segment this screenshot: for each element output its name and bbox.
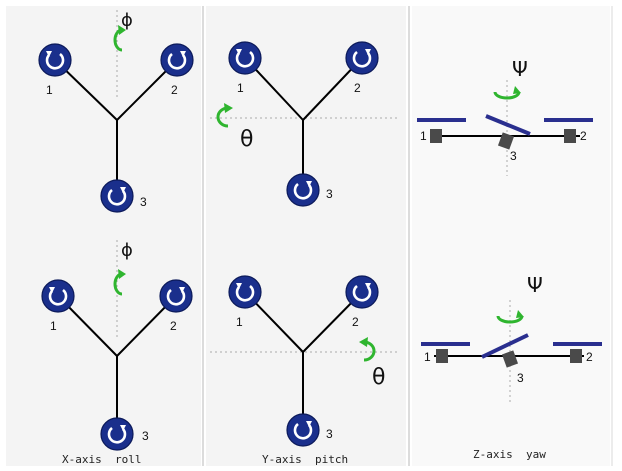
motor-2: [344, 274, 380, 310]
caption-y-axis-pitch: Y-axis pitch: [262, 453, 348, 466]
motor-label-1: 1: [50, 319, 57, 333]
psi-symbol: Ψ: [527, 273, 543, 297]
roll-diagram-top: ϕ 1 2 3: [37, 10, 195, 214]
motor-label-1: 1: [420, 129, 427, 143]
psi-symbol: Ψ: [512, 57, 528, 81]
panel-z-axis: [412, 6, 610, 466]
phi-symbol: ϕ: [121, 240, 133, 261]
motor-3: [285, 172, 321, 208]
panel-y-axis: [206, 6, 406, 466]
pitch-rotation-icon: [359, 337, 376, 362]
motor-label-3: 3: [326, 187, 333, 201]
pitch-rotation-icon: [216, 103, 233, 128]
motor-label-1: 1: [236, 315, 243, 329]
motor-label-2: 2: [171, 83, 178, 97]
theta-symbol: θ: [240, 127, 253, 152]
motor-label-2: 2: [170, 319, 177, 333]
motor-label-3: 3: [142, 429, 149, 443]
motor-2: [344, 40, 380, 76]
motor-block-3: [501, 350, 519, 368]
motor-label-2: 2: [586, 350, 593, 364]
motor-1: [227, 274, 263, 310]
motor-label-3: 3: [510, 149, 517, 163]
motor-block-2: [570, 349, 582, 363]
phi-symbol: ϕ: [121, 10, 133, 31]
motor-label-1: 1: [46, 83, 53, 97]
motor-label-3: 3: [326, 427, 333, 441]
roll-diagram-bottom: ϕ 1 2 3: [40, 240, 194, 452]
yaw-diagram-bottom: Ψ 1 2 3: [421, 273, 602, 404]
motor-label-3: 3: [140, 195, 147, 209]
motor-label-2: 2: [580, 129, 587, 143]
motor-1: [37, 42, 73, 78]
motor-block-2: [564, 129, 576, 143]
motor-3: [99, 178, 135, 214]
caption-z-axis-yaw: Z-axis yaw: [473, 448, 546, 461]
motor-label-2: 2: [352, 315, 359, 329]
motor-1: [227, 40, 263, 76]
prop-tail: [481, 333, 529, 359]
motor-2: [159, 42, 195, 78]
prop-tail: [485, 114, 531, 136]
pitch-diagram-top: θ 1 2 3: [210, 40, 400, 208]
theta-symbol: θ: [372, 365, 385, 390]
motor-3: [285, 412, 321, 448]
yaw-diagram-top: Ψ 1 2 3: [417, 57, 593, 176]
motor-block-3: [497, 132, 515, 150]
motor-block-1: [430, 129, 442, 143]
caption-x-axis-roll: X-axis roll: [62, 453, 141, 466]
motor-label-1: 1: [424, 350, 431, 364]
pitch-diagram-bottom: θ 1 2 3: [210, 274, 400, 448]
motor-label-3: 3: [517, 371, 524, 385]
motor-label-1: 1: [237, 81, 244, 95]
motor-2: [158, 278, 194, 314]
motor-block-1: [436, 349, 448, 363]
panel-x-axis: [6, 6, 201, 466]
motor-3: [99, 416, 135, 452]
motor-1: [40, 278, 76, 314]
motor-label-2: 2: [354, 81, 361, 95]
